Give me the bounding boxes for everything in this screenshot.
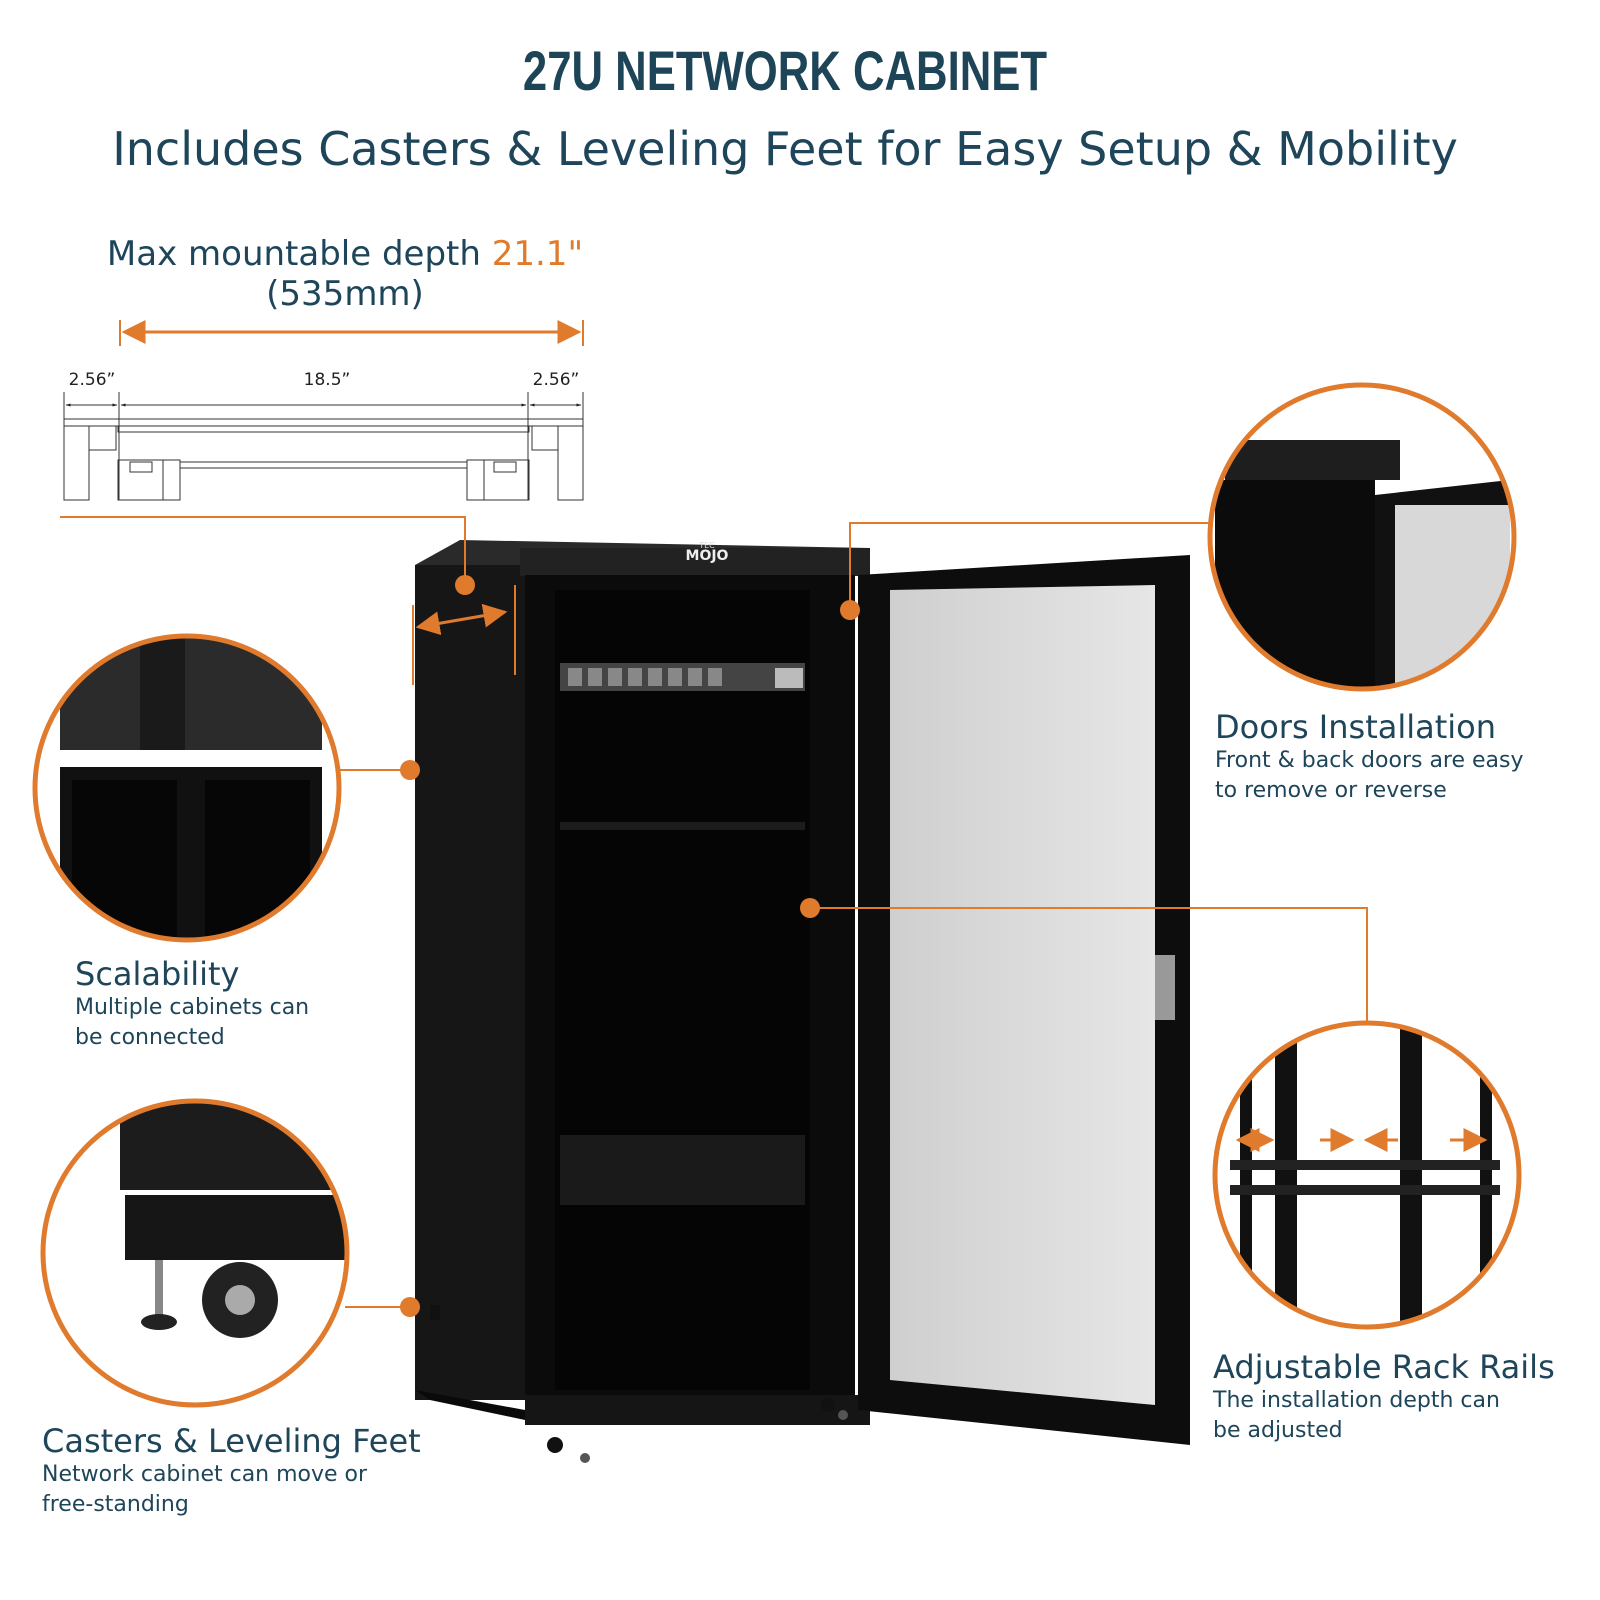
- cabinet: TEC MOJO: [415, 540, 1190, 1463]
- feature-casters: Casters & Leveling Feet Network cabinet …: [42, 1422, 421, 1520]
- feature-desc-line: be connected: [75, 1025, 225, 1050]
- brand-logo: TEC MOJO: [686, 541, 729, 564]
- casters-detail-image: [40, 1098, 350, 1408]
- depth-arrow: [119, 320, 584, 346]
- svg-text:TEC: TEC: [698, 541, 715, 550]
- svg-text:MOJO: MOJO: [686, 548, 729, 564]
- dimension-diagram: [63, 392, 584, 501]
- feature-doors: Doors Installation Front & back doors ar…: [1215, 708, 1524, 806]
- feature-desc-line: free-standing: [42, 1492, 189, 1517]
- dim-left: 2.56”: [69, 370, 116, 390]
- feature-desc-line: be adjusted: [1213, 1418, 1343, 1443]
- feature-desc-line: Network cabinet can move or: [42, 1462, 368, 1487]
- feature-desc-line: Front & back doors are easy: [1215, 748, 1524, 773]
- depth-value: 21.1": [491, 234, 584, 274]
- feature-title: Doors Installation: [1215, 708, 1497, 746]
- page-title: 27U NETWORK CABINET: [522, 39, 1048, 102]
- rails-detail-image: [1212, 1020, 1522, 1330]
- scalability-detail-image: [32, 633, 342, 943]
- depth-label-text: Max mountable depth: [106, 234, 481, 274]
- max-depth-label: Max mountable depth 21.1" (535mm): [60, 234, 630, 314]
- feature-scalability: Scalability Multiple cabinets can be con…: [75, 955, 309, 1053]
- callout-lines: [60, 516, 1368, 1308]
- feature-desc-line: The installation depth can: [1213, 1388, 1500, 1413]
- feature-title: Casters & Leveling Feet: [42, 1422, 421, 1460]
- doors-detail-image: [1207, 382, 1517, 692]
- dim-center: 18.5”: [304, 370, 351, 390]
- page-subtitle: Includes Casters & Leveling Feet for Eas…: [112, 122, 1458, 176]
- callout-dots: [400, 575, 860, 1317]
- feature-rails: Adjustable Rack Rails The installation d…: [1213, 1348, 1555, 1446]
- dim-right: 2.56”: [533, 370, 580, 390]
- feature-title: Adjustable Rack Rails: [1213, 1348, 1555, 1386]
- feature-desc-line: Multiple cabinets can: [75, 995, 310, 1020]
- depth-metric: (535mm): [266, 274, 424, 314]
- feature-desc-line: to remove or reverse: [1215, 778, 1447, 803]
- feature-title: Scalability: [75, 955, 240, 993]
